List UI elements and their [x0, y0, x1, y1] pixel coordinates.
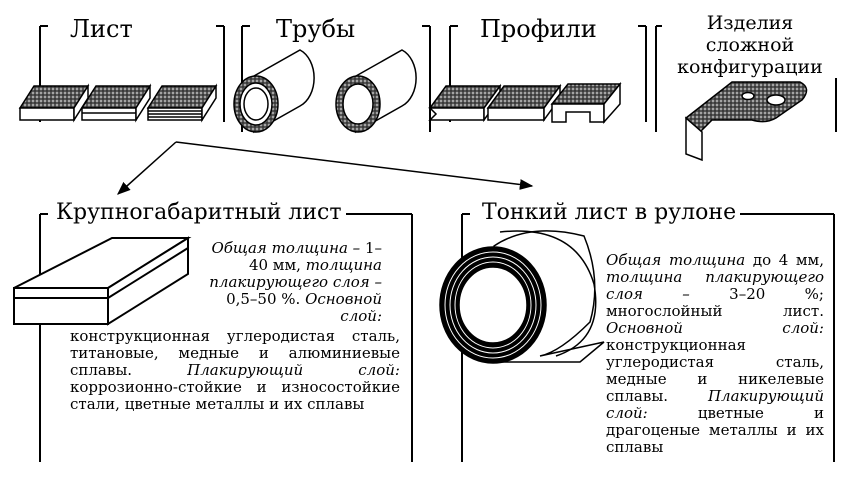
large-sheet-clad-value: 0,5–50 %. [226, 290, 301, 308]
category-title-profiles: Профили [476, 16, 601, 42]
large-sheet-clad-label: толщина плакирующего слоя – [209, 256, 382, 291]
large-sheet-cladding-value: коррозионно-стойкие и износостойкие стал… [70, 378, 400, 413]
frame-profiles [449, 25, 647, 122]
category-title-sheet: Лист [66, 16, 137, 42]
large-sheet-total-value: 1–40 мм, [248, 239, 382, 274]
sheet-icons [18, 83, 218, 123]
arrows [116, 141, 534, 195]
large-sheet-params: Общая толщина – 1–40 мм, толщина плакиру… [200, 240, 382, 325]
profile-icon-2 [486, 83, 562, 123]
large-sheet-plate [13, 236, 192, 326]
profile-icons [428, 81, 622, 124]
coil-clad-label: толщина плакирующего слоя – [606, 268, 824, 303]
coil-base-label: Основной слой: [606, 319, 824, 337]
large-sheet-base-value: конструкционная углеродистая сталь, тита… [70, 327, 400, 379]
coil-roll [439, 230, 605, 364]
large-sheet-cladding-label: Плакирующий слой: [187, 361, 400, 379]
arrow-to-coil [175, 141, 534, 190]
coil-description: Общая толщина до 4 мм, толщина плакирующ… [606, 252, 824, 456]
complex-part-icon [684, 81, 808, 162]
frame-sheet [39, 25, 225, 122]
coil-cladding-label: Плакирующий слой: [606, 387, 824, 422]
coil-total-label: Общая толщина [606, 251, 746, 269]
coil-base-value: конструкционная углеродистая сталь, медн… [606, 336, 824, 405]
frame-large-sheet [39, 213, 413, 462]
coil-total-value: до 4 мм, [752, 251, 824, 269]
sheet-icon-1 [18, 83, 90, 123]
large-sheet-total-label: Общая толщина – [211, 239, 361, 257]
category-title-complex: Изделия сложной конфигурации [662, 12, 838, 78]
frame-complex [655, 25, 837, 132]
category-frames [39, 25, 837, 132]
profile-icon-3 [550, 81, 622, 124]
coil-cladding-value: цветные и драгоценые металлы и их сплавы [606, 404, 824, 456]
large-sheet-base-label: Основной слой: [305, 290, 382, 325]
large-sheet-title: Крупногабаритный лист [52, 200, 346, 226]
coil-title: Тонкий лист в рулоне [478, 200, 741, 226]
tube-icon-1 [233, 49, 315, 134]
arrow-to-large-sheet [116, 141, 177, 195]
frame-tubes [241, 25, 431, 132]
sheet-icon-2 [80, 83, 152, 123]
large-sheet-materials: конструкционная углеродистая сталь, тита… [70, 328, 400, 413]
coil-clad-value: 3–20 %; многослойный лист. [606, 285, 824, 320]
sheet-icon-3 [146, 83, 218, 123]
category-title-tubes: Трубы [272, 16, 360, 42]
tube-icons [233, 49, 417, 134]
tube-icon-2 [335, 49, 417, 134]
